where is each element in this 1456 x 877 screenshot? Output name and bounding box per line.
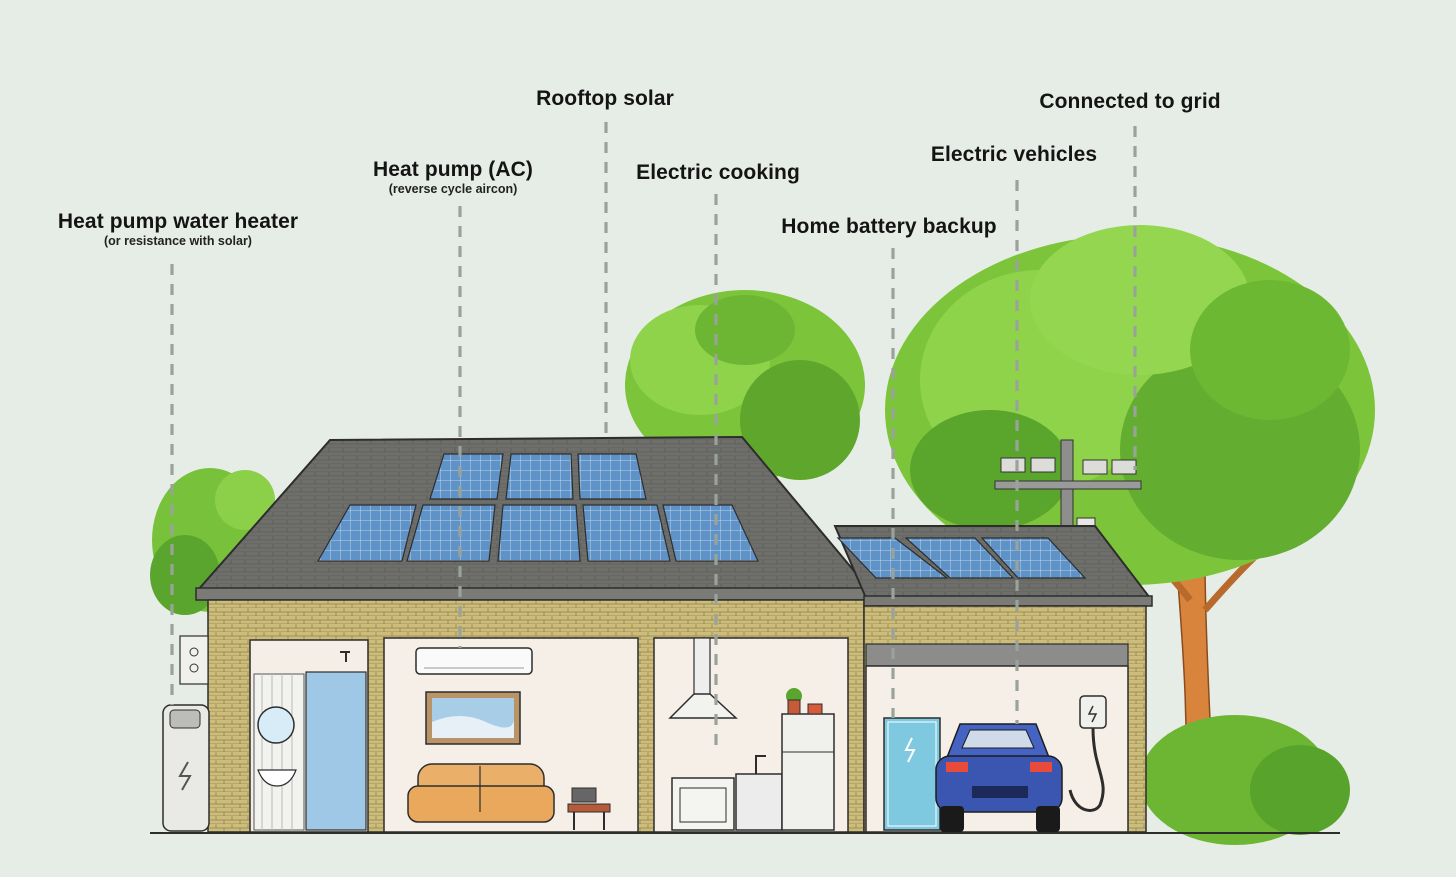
label-water-heater-title: Heat pump water heater — [57, 210, 299, 233]
label-electric-cooking-title: Electric cooking — [636, 161, 800, 184]
label-water-heater-subtitle: (or resistance with solar) — [104, 234, 252, 248]
label-home-battery: Home battery backup — [781, 215, 996, 239]
label-heat-pump: Heat pump (AC) (reverse cycle aircon) — [373, 158, 533, 196]
water-heater-unit — [162, 635, 210, 832]
kitchen — [668, 637, 835, 831]
label-electric-vehicles-title: Electric vehicles — [930, 143, 1098, 166]
bathroom — [253, 651, 367, 831]
label-electric-vehicles: Electric vehicles — [931, 143, 1097, 167]
tree-middle — [625, 290, 865, 480]
tree-right — [885, 225, 1375, 845]
label-electric-cooking: Electric cooking — [636, 161, 800, 185]
label-rooftop-solar: Rooftop solar — [536, 87, 674, 111]
ev-charger — [1068, 695, 1107, 812]
label-rooftop-solar-title: Rooftop solar — [536, 87, 674, 110]
label-heat-pump-title: Heat pump (AC) — [372, 158, 534, 181]
living-room — [407, 647, 611, 830]
solar-panels-garage — [836, 537, 1087, 579]
solar-panels-main — [316, 453, 759, 562]
home-battery — [883, 717, 941, 831]
label-water-heater: Heat pump water heater (or resistance wi… — [58, 210, 298, 248]
label-grid-title: Connected to grid — [1039, 90, 1221, 113]
label-home-battery-title: Home battery backup — [781, 215, 997, 238]
label-grid: Connected to grid — [1039, 90, 1220, 114]
electric-car — [935, 723, 1063, 832]
label-heat-pump-subtitle: (reverse cycle aircon) — [388, 182, 518, 196]
leader-lines — [170, 122, 1137, 752]
